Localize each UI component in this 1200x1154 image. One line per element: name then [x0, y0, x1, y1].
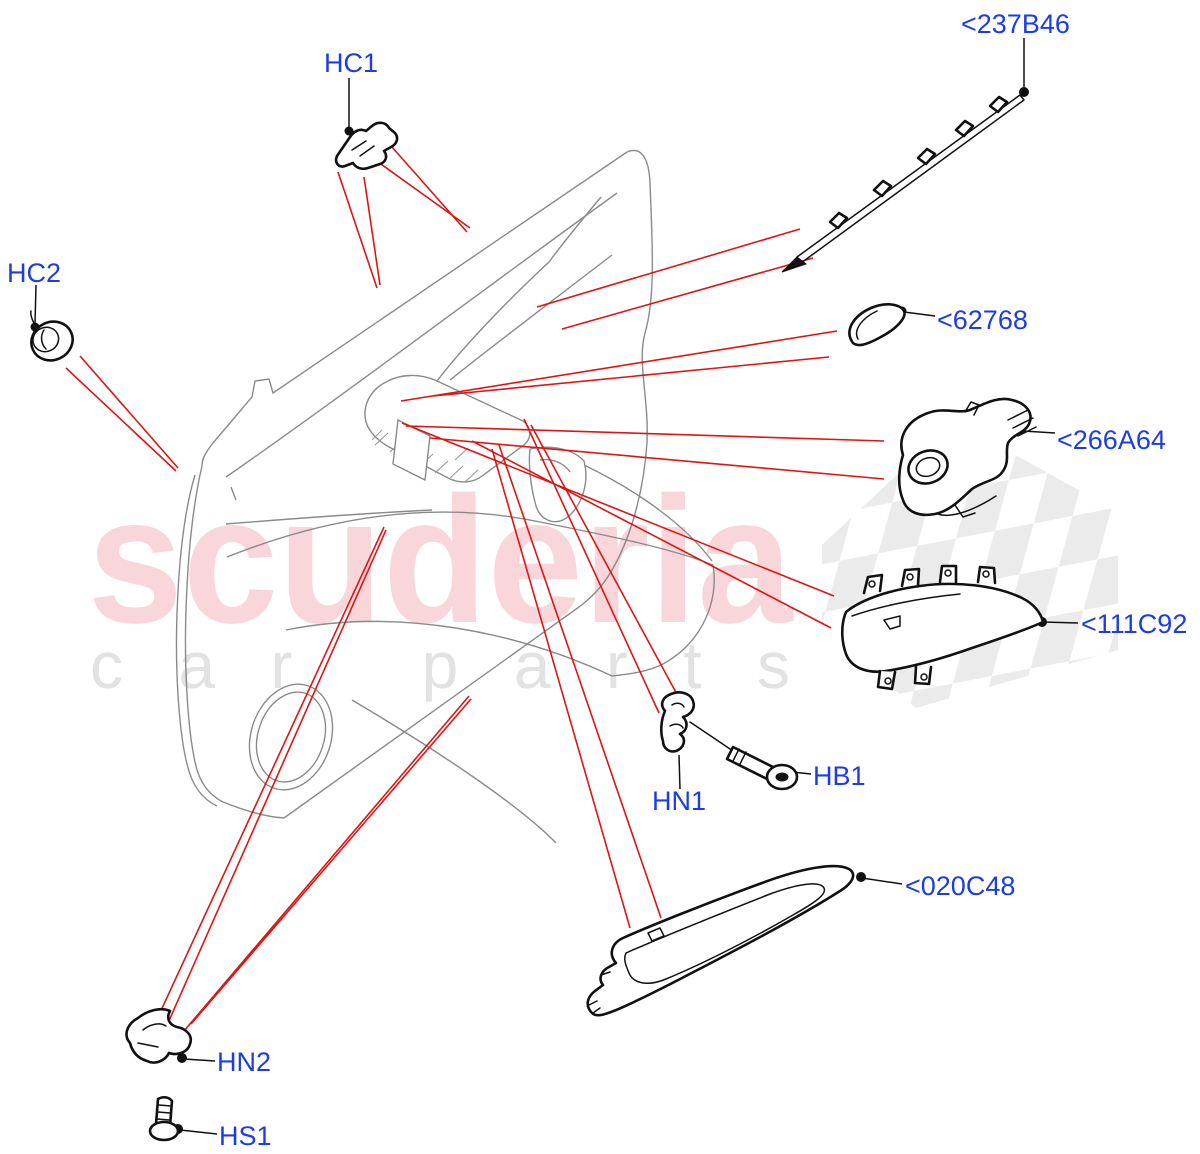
strip-tip-wedge [781, 256, 808, 273]
handle-ring-outer [907, 449, 949, 485]
door-corner-inner-line [436, 196, 602, 382]
hb1-bolt-head-center [775, 772, 789, 782]
hn2-clip-detail [137, 1023, 167, 1048]
hb1-bolt-collar [732, 748, 747, 765]
mid-panel-crease [225, 509, 433, 525]
bracket-body [840, 582, 1045, 673]
part-hn2-clip-drawing [125, 1007, 193, 1064]
speaker-inner-ring [255, 691, 327, 783]
part-labels: HC1 HC2 <237B46 <62768 <266A64 <111C92 H… [7, 9, 1187, 1151]
red-leader-lines [65, 146, 885, 1039]
part-label-hb1[interactable]: HB1 [813, 761, 866, 791]
speaker-grille [248, 683, 334, 791]
window-sill-second-line [449, 254, 613, 381]
handle-body [897, 397, 1032, 517]
part-hc1-clip-drawing [334, 121, 399, 171]
part-label-hs1[interactable]: HS1 [219, 1121, 272, 1151]
hc1-clip-detail [351, 140, 375, 157]
cup-to-armrest-line [583, 464, 713, 562]
hn2-clip-body [125, 1007, 193, 1064]
part-label-020c48[interactable]: <020C48 [905, 871, 1015, 901]
leader-dot [856, 872, 866, 882]
armrest-upper-curve [226, 511, 714, 566]
leader-dot [344, 126, 354, 136]
bracket-holes-and-detail [851, 569, 990, 685]
leader-dot [177, 1053, 187, 1063]
part-hs1-screw-drawing [148, 1095, 180, 1142]
hn1-clip-body [659, 691, 696, 753]
hn1-clip-detail [669, 702, 737, 754]
door-left-edge-outer [175, 474, 218, 807]
speaker-outer-ring [248, 683, 334, 791]
part-237b46-trim-strip-drawing [781, 94, 1025, 273]
part-label-hc2[interactable]: HC2 [7, 258, 61, 288]
part-label-111c92[interactable]: <111C92 [1081, 609, 1187, 639]
window-sill-band-lower-edge [225, 192, 618, 501]
part-020c48-pocket-drawing [586, 864, 855, 1017]
part-62768-escutcheon-drawing [848, 302, 906, 347]
escutcheon-body [848, 302, 906, 347]
handle-grip-ribs [937, 401, 1037, 518]
watermark-brand-text: scuderia [88, 460, 795, 661]
bracket-top-tabs [862, 564, 997, 595]
armrest-lower-curve [285, 620, 613, 677]
hs1-screw-head [148, 1120, 180, 1142]
part-111c92-bracket-drawing [840, 564, 1045, 691]
hc1-clip-body [334, 121, 399, 171]
part-label-237b46[interactable]: <237B46 [961, 9, 1070, 39]
strip-rails [796, 94, 1025, 264]
pocket-outline [586, 864, 855, 1017]
watermark-subtitle-text: car parts [90, 628, 790, 702]
door-right-and-bottom-edge [283, 149, 654, 819]
part-label-hn2[interactable]: HN2 [217, 1047, 271, 1077]
door-left-edge-inner [184, 465, 285, 819]
switch-bezel-outline [364, 374, 531, 483]
part-label-hn1[interactable]: HN1 [652, 786, 706, 816]
hs1-screw-threads [156, 1104, 172, 1121]
door-top-edge [201, 151, 628, 467]
leader-dot [1019, 87, 1029, 97]
escutcheon-detail [856, 310, 878, 340]
handle-ring-inner [915, 456, 941, 478]
part-label-hc1[interactable]: HC1 [324, 48, 378, 78]
black-leader-lines [34, 38, 1079, 1135]
part-hc2-grommet-drawing [30, 310, 74, 362]
pocket-details [588, 927, 665, 1014]
hc2-grommet-detail [30, 310, 47, 350]
armrest-end-curve [611, 564, 715, 677]
part-266a64-handle-drawing [897, 397, 1037, 518]
strip-clips [828, 95, 1009, 230]
map-pocket-curve [351, 699, 557, 844]
part-hb1-bolt-drawing [725, 745, 799, 791]
hc2-grommet-inner [32, 326, 60, 353]
part-label-266a64[interactable]: <266A64 [1057, 425, 1166, 455]
part-label-62768[interactable]: <62768 [937, 305, 1028, 335]
pocket-tray [624, 883, 826, 985]
bracket-bottom-tabs [876, 665, 933, 691]
part-hn1-clip-drawing [659, 691, 737, 754]
